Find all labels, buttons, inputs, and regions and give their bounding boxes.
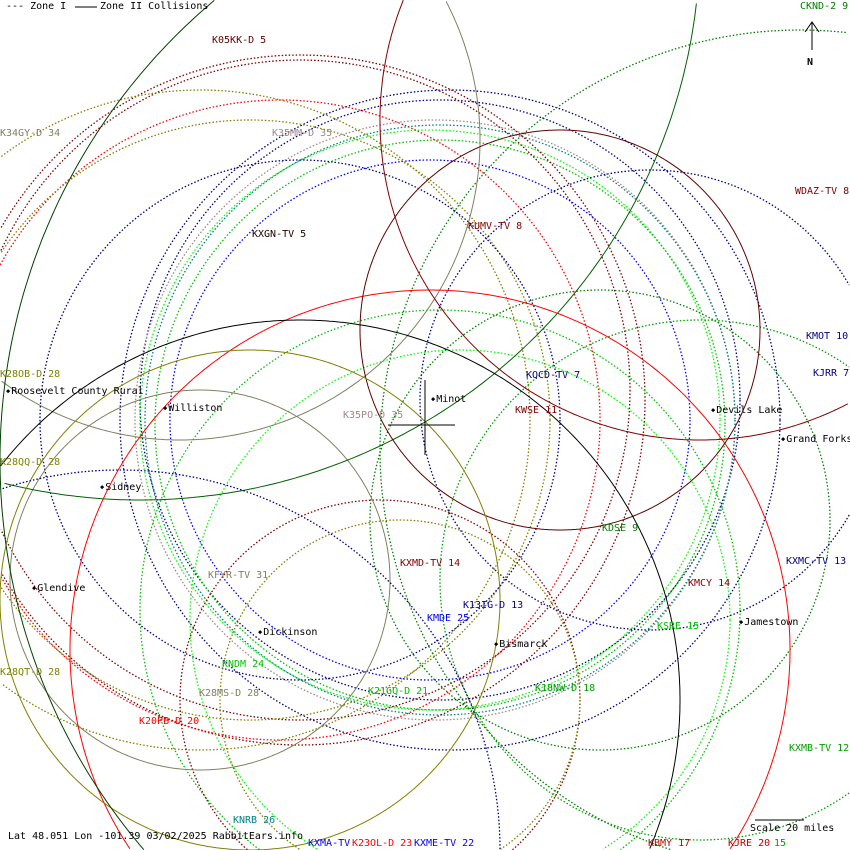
contour-27 bbox=[379, 0, 849, 441]
station-label-k23ol[interactable]: K23OL-D 23 bbox=[352, 838, 413, 849]
station-label-kxma[interactable]: KXMA-TV bbox=[308, 838, 351, 849]
scale-label: Scale 20 miles bbox=[750, 823, 835, 834]
contour-12 bbox=[39, 159, 561, 681]
city-glendive: Glendive bbox=[32, 583, 85, 594]
station-label-kwse[interactable]: KWSE 11 bbox=[515, 405, 558, 416]
station-label-kxgn[interactable]: KXGN-TV 5 bbox=[252, 229, 307, 240]
contour-29 bbox=[0, 0, 215, 850]
contour-6 bbox=[144, 124, 736, 716]
city-sidney: Sidney bbox=[100, 482, 141, 493]
contour-10 bbox=[0, 119, 551, 721]
station-label-kdse[interactable]: KDSE 9 bbox=[602, 523, 639, 534]
station-label-knrb[interactable]: KNRB 26 bbox=[233, 815, 276, 826]
station-label-k35po[interactable]: K35PO-D 35 bbox=[343, 410, 404, 421]
station-label-ksre[interactable]: KSRE 15 bbox=[657, 621, 700, 632]
city-dickinson: Dickinson bbox=[258, 627, 317, 638]
contour-18 bbox=[439, 319, 850, 841]
station-label-kmde[interactable]: KMDE 25 bbox=[427, 613, 470, 624]
contour-4 bbox=[154, 139, 726, 711]
station-label-k34gy[interactable]: K34GY-D 34 bbox=[0, 128, 61, 139]
contour-13 bbox=[139, 309, 741, 850]
station-label-k13ig[interactable]: K13IG-D 13 bbox=[463, 600, 524, 611]
station-label-k21gq[interactable]: K21GQ-D 21 bbox=[368, 686, 429, 697]
contour-30 bbox=[2, 469, 501, 850]
legend-line-icon bbox=[75, 6, 97, 8]
contour-16 bbox=[219, 519, 581, 850]
station-label-cknd[interactable]: CKND-2 9 bbox=[800, 1, 849, 12]
contour-9 bbox=[0, 99, 601, 741]
contour-1 bbox=[119, 89, 781, 751]
station-label-kxmd[interactable]: KXMD-TV 14 bbox=[400, 558, 461, 569]
contour-14 bbox=[189, 349, 731, 850]
station-label-k20pb[interactable]: K20PB-D 20 bbox=[139, 716, 200, 727]
station-label-kjrr[interactable]: KJRR 7 bbox=[813, 368, 850, 379]
contour-8 bbox=[0, 54, 646, 746]
station-label-kjre[interactable]: KJRE 20 bbox=[728, 838, 771, 849]
station-label-kqcd[interactable]: KQCD-TV 7 bbox=[526, 370, 581, 381]
contour-2 bbox=[169, 159, 691, 681]
station-label-k35mm[interactable]: K35MM-D 35 bbox=[272, 128, 333, 139]
station-label-n15[interactable]: 15 bbox=[774, 838, 787, 849]
contour-28 bbox=[0, 349, 501, 850]
city-roosevelt: Roosevelt County Rural bbox=[6, 386, 143, 397]
city-bismarck: Bismarck bbox=[494, 639, 547, 650]
station-label-k28ob[interactable]: K28OB-D 28 bbox=[0, 369, 61, 380]
city-williston: Williston bbox=[163, 403, 222, 414]
station-label-kmcy[interactable]: KMCY 14 bbox=[688, 578, 731, 589]
station-label-wdaz[interactable]: WDAZ-TV 8 bbox=[795, 186, 850, 197]
station-label-kmot[interactable]: KMOT 10 bbox=[806, 331, 849, 342]
station-label-kxme[interactable]: KXME-TV 22 bbox=[414, 838, 475, 849]
contour-24 bbox=[69, 289, 791, 849]
contour-5 bbox=[134, 119, 736, 721]
station-label-kfyr[interactable]: KFYR-TV 31 bbox=[208, 570, 269, 581]
station-label-k05kk[interactable]: K05KK-D 5 bbox=[212, 35, 267, 46]
station-label-kumv[interactable]: KUMV-TV 8 bbox=[468, 221, 523, 232]
north-arrow-icon bbox=[804, 21, 820, 50]
station-label-kxmc[interactable]: KXMC-TV 13 bbox=[786, 556, 847, 567]
contour-25 bbox=[359, 129, 761, 531]
station-label-k28qq[interactable]: K28QQ-D 28 bbox=[0, 457, 61, 468]
legend-zone2: Zone II Collisions bbox=[100, 1, 209, 12]
legend-zone1: --- Zone I bbox=[6, 1, 67, 12]
north-label: N bbox=[807, 57, 814, 68]
contour-3 bbox=[139, 129, 721, 711]
station-label-kxmb[interactable]: KXMB-TV 12 bbox=[789, 743, 850, 754]
station-label-k28qt[interactable]: K28QT-D 28 bbox=[0, 667, 61, 678]
contour-22 bbox=[1, 1, 481, 441]
contour-20 bbox=[379, 29, 848, 850]
contour-21 bbox=[9, 389, 391, 771]
contour-26 bbox=[0, 319, 681, 849]
city-devils: Devils Lake bbox=[711, 405, 782, 416]
city-grandforks: Grand Forks bbox=[781, 434, 850, 445]
station-label-kbmy[interactable]: KBMY 17 bbox=[648, 838, 691, 849]
city-jamestown: Jamestown bbox=[739, 617, 798, 628]
footer-coordinates: Lat 48.051 Lon -101.39 03/02/2025 Rabbit… bbox=[8, 831, 304, 842]
contour-11 bbox=[0, 89, 531, 751]
station-label-k18nw[interactable]: K18NW-D 18 bbox=[535, 683, 596, 694]
city-minot: Minot bbox=[431, 394, 466, 405]
contour-19 bbox=[419, 169, 850, 631]
station-label-kndm[interactable]: KNDM 24 bbox=[222, 659, 265, 670]
station-label-k28ms[interactable]: K28MS-D 28 bbox=[199, 688, 260, 699]
